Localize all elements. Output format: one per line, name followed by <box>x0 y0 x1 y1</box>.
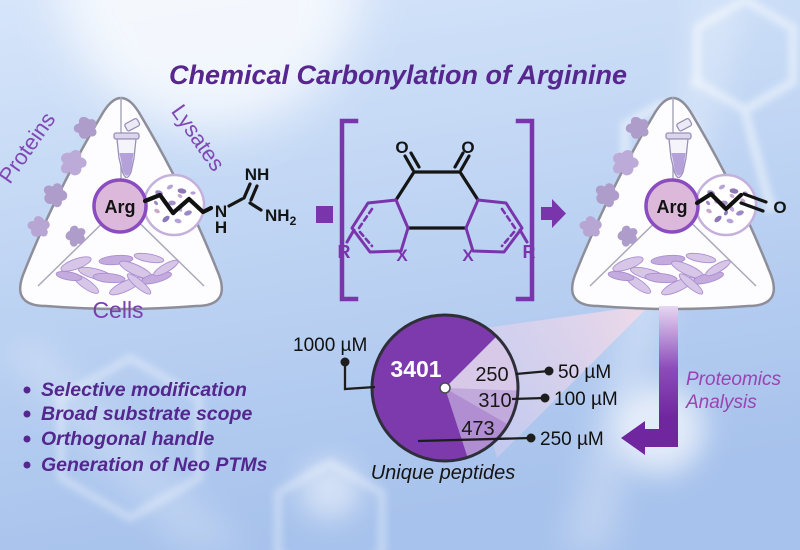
arg-label: Arg <box>105 197 136 217</box>
cells-label: Cells <box>92 297 143 323</box>
reaction-arrow-icon <box>541 199 566 228</box>
pie-value-100um: 310 <box>478 390 511 412</box>
guanidine-n: N <box>215 202 227 221</box>
key-points-list: Selective modification Broad substrate s… <box>23 379 268 476</box>
pie-value-50um: 250 <box>475 364 508 386</box>
proteomics-line1: Proteomics <box>686 369 782 390</box>
reagent-o-left: O <box>395 138 408 157</box>
reagent-x-left: X <box>396 246 408 265</box>
pie-caption: Unique peptides <box>371 462 516 484</box>
pie-slice-50um <box>445 336 519 391</box>
proteomics-label: Proteomics Analysis <box>685 369 782 413</box>
proteomics-line2: Analysis <box>685 392 757 413</box>
key-point: Orthogonal handle <box>41 428 214 450</box>
plus-connector <box>316 206 333 223</box>
guanidine-h: H <box>215 218 227 237</box>
pie-slice-100um <box>445 388 518 425</box>
reagent-r-left: R <box>338 242 351 262</box>
bullet-icon <box>23 386 31 394</box>
key-point: Broad substrate scope <box>41 403 252 425</box>
pie-label-250um: 250 µM <box>540 429 604 450</box>
bullet-icon <box>23 410 31 418</box>
bullet-icon <box>23 435 31 443</box>
pie-label-100um: 100 µM <box>554 389 618 410</box>
pie-slice-1000um <box>371 314 497 461</box>
product-triangle: Arg O <box>572 97 787 309</box>
aldehyde-structure: O <box>694 191 787 217</box>
pie-chart: 3401 250 310 473 1000 µM 50 µM 100 µM 25… <box>293 313 618 484</box>
guanidine-nh: NH <box>245 165 270 184</box>
pie-label-50um: 50 µM <box>558 362 611 383</box>
key-point: Generation of Neo PTMs <box>41 454 268 476</box>
reagent-r-right: R <box>523 242 536 262</box>
aldehyde-o: O <box>773 198 786 217</box>
guanidine-structure: N H NH NH2 <box>142 165 297 237</box>
pie-label-1000um: 1000 µM <box>293 335 367 356</box>
pie-callouts: 1000 µM 50 µM 100 µM 250 µM <box>293 335 618 450</box>
bracket-left-icon <box>339 118 359 302</box>
arg-label: Arg <box>657 197 688 217</box>
bracket-right-icon <box>515 118 535 302</box>
pie-value-250um: 473 <box>461 418 494 440</box>
pie-center-dot <box>439 382 451 394</box>
guanidine-nh2: NH2 <box>265 206 297 228</box>
title: Chemical Carbonylation of Arginine <box>169 60 627 90</box>
reagent-x-right: X <box>462 246 474 265</box>
bullet-icon <box>23 461 31 469</box>
diketone-reagent: O O R R X X <box>338 138 536 265</box>
proteomics-arrow-icon <box>621 306 678 455</box>
key-point: Selective modification <box>41 379 247 401</box>
pie-value-1000um: 3401 <box>390 356 441 382</box>
reagent-o-right: O <box>461 138 474 157</box>
